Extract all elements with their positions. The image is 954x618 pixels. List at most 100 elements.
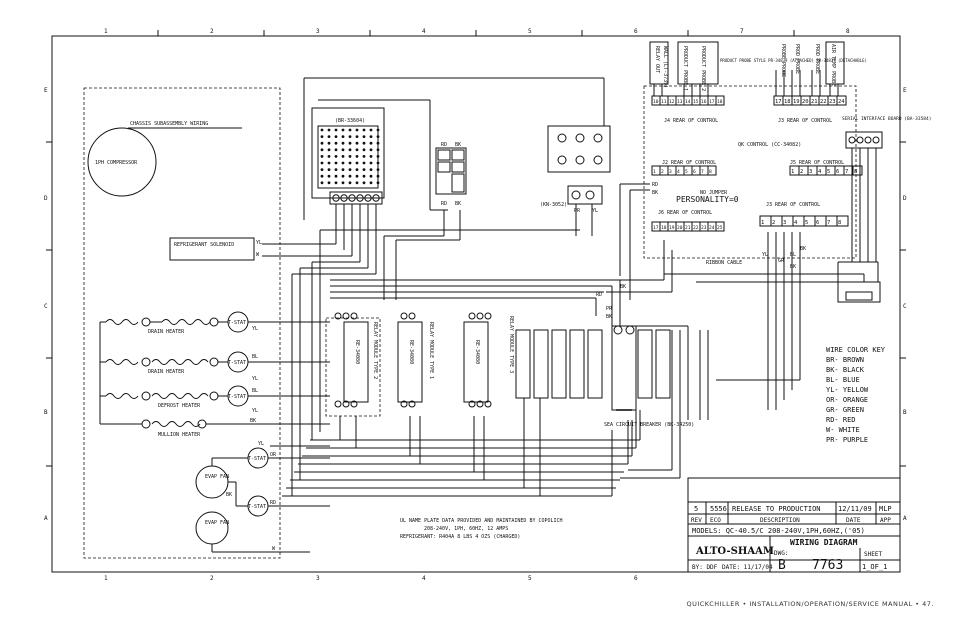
compressor-label: 1PH COMPRESSOR [95,160,138,166]
terminal-number: 1 [653,169,656,175]
board-dot [341,168,345,172]
terminal-number: 5 [805,220,808,226]
relay-screw [350,400,358,408]
board-dot [320,141,324,145]
board-dot [376,128,380,132]
board-dot [362,161,366,165]
board-dot [369,155,373,158]
rear-control-label: J3 REAR OF CONTROL [766,202,820,208]
terminal-screw [356,194,364,202]
mullion-heater: MULLION HEATER [141,419,207,438]
circuit-breaker [611,325,637,411]
terminal-number: 11 [661,99,667,105]
terminal-number: 7 [701,169,704,175]
col-label: 4 [422,28,426,35]
board-dot [348,135,352,139]
board-dot [341,161,345,165]
terminal-number: 20 [802,99,809,105]
wire-color-key: WIRE COLOR KEY BR- BROWN BK- BLACK BL- B… [826,346,886,444]
drawing-title: WIRING DIAGRAM [790,538,858,547]
board-dot [320,148,324,152]
relay-screw [476,312,484,320]
board-dot [362,141,366,145]
board-dot [369,181,373,185]
svg-text:RELAY MODULE TYPE 3: RELAY MODULE TYPE 3 [508,316,514,373]
personality-label: PERSONALITY=0 [676,195,739,204]
wire-label: RD [596,292,602,298]
board-dot [376,181,380,185]
terminal-number: 20 [677,225,683,231]
col-label: 5 [528,575,532,582]
terminal-number: 1 [791,169,794,175]
date-value: 12/11/09 [838,505,872,513]
rev-header: REV [691,517,702,524]
wire-label: YL [256,240,262,246]
col-label: 1 [104,575,108,582]
board-dot [362,135,366,139]
eco-header: ECO [710,517,721,524]
drain-heater-1: DRAIN HEATER [105,317,219,335]
svg-text:RELAY OUT: RELAY OUT [654,46,660,73]
heater-bus [99,321,330,425]
terminal-number: 23 [701,225,707,231]
board-dot [376,155,380,158]
board-dot [320,181,324,185]
terminal-number: 17 [709,99,715,105]
terminal-number: 21 [685,225,691,231]
rear-control-label: J5 REAR OF CONTROL [790,160,844,166]
terminal-number: 6 [816,220,819,226]
color-key-entry: OR- ORANGE [826,396,868,404]
row-label: B [903,409,907,416]
board-dot [334,148,338,152]
app-header: APP [880,517,891,524]
color-key-entry: GR- GREEN [826,406,864,414]
ribbon-label: RIBBON CABLE [706,260,742,266]
terminal-number: 3 [783,220,786,226]
board-dot [327,128,331,132]
wire-label: YL [592,208,598,214]
terminal-number: 18 [661,225,667,231]
grid-columns-top: 1 2 3 4 5 6 7 8 [104,28,850,35]
board-dot [334,155,338,158]
terminal-number: 1 [761,220,764,226]
relay-board-top-terminals [332,194,380,202]
wire-label: W [272,546,276,552]
board-dot [376,141,380,145]
col-label: 1 [104,28,108,35]
board-dot [320,161,324,165]
terminal-box [836,215,849,227]
wire-label: YL [252,376,258,382]
svg-text:SERIAL INTERFACE BOARD (BA-335: SERIAL INTERFACE BOARD (BA-33584) [842,116,931,122]
terminal-number: 4 [794,220,798,226]
board-dot [327,141,331,145]
terminal-number: 22 [693,225,699,231]
dwg-label: DWG: [774,550,788,557]
relay-module-2: RE-34080 RELAY MODULE TYPE 1 [397,321,434,403]
wire-label: RD [441,142,447,148]
no-jumper-label: NO JUMPER [700,190,728,196]
board-dot [327,161,331,165]
terminal-number: 5 [685,169,688,175]
row-label: A [903,515,907,522]
switch-kn3052 [547,125,611,205]
board-dot [327,135,331,139]
board-dot [320,174,324,178]
breaker-label: SEA CIRCUIT BREAKER (BK-34250) [604,422,694,428]
relay-module-3: RE-34080 RELAY MODULE TYPE 3 [463,316,514,403]
grid-columns-bottom: 1 2 3 4 5 6 [104,575,638,582]
svg-text:PROBE PROBE: PROBE PROBE [780,44,786,77]
terminal-box [715,221,725,232]
terminal-number: 6 [693,169,696,175]
terminal-number: 8 [709,169,712,175]
row-label: D [44,195,48,202]
tstat-label: T-STAT [248,456,266,462]
board-dot [376,148,380,152]
board-dot [348,128,352,132]
board-dot [369,128,373,132]
brand-logo: ALTO-SHAAM [695,546,774,557]
board-dot [327,181,331,185]
board-dot [369,168,373,172]
col-label: 4 [422,575,426,582]
svg-text:RE-34080: RE-34080 [474,340,480,364]
board-dot [341,128,345,132]
